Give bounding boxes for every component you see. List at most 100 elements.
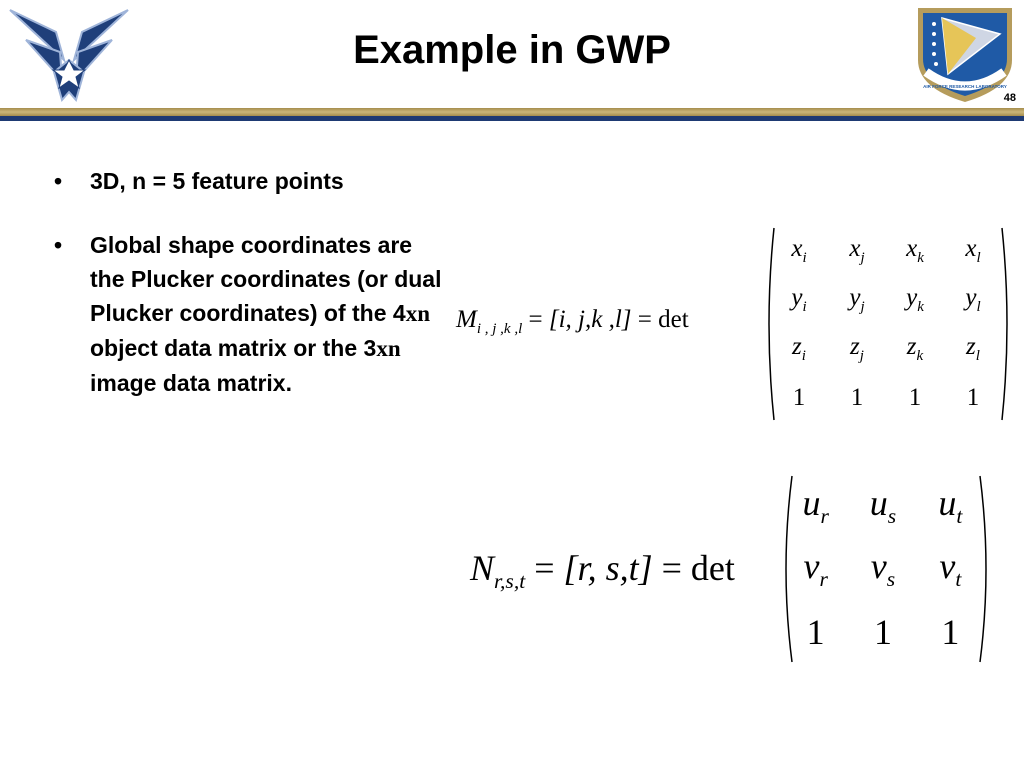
matrix-cell: zk (907, 333, 923, 365)
matrix-entry: 1 (941, 612, 960, 653)
formula-m-subscript: i , j ,k ,l (476, 321, 523, 337)
matrix-entry: 1 (908, 383, 922, 411)
formula-m-lhs: M (456, 306, 477, 333)
matrix-entry-subscript: k (917, 298, 924, 315)
matrix-cell: 1 (941, 611, 959, 653)
matrix-cell: zi (792, 333, 806, 365)
matrix-cell: xj (849, 235, 864, 267)
matrix-entry-subscript: j (860, 298, 865, 315)
matrix-cell: ur (802, 482, 828, 529)
matrix-cell: yj (849, 284, 864, 316)
matrix-entry-subscript: r (819, 567, 828, 592)
matrix-cell: 1 (967, 384, 980, 412)
formula-n: Nr,s,t = [r, s,t] = det (470, 547, 735, 594)
equals-sign: = (637, 306, 652, 333)
matrix-entry-subscript: t (955, 567, 962, 592)
bullet-dot: • (54, 168, 63, 194)
formula-n-subscript: r,s,t (494, 569, 526, 594)
matrix-cell: us (870, 482, 896, 529)
header-rule-navy (0, 116, 1024, 121)
formula-n-lhs: N (470, 548, 495, 588)
matrix-entry: z (906, 332, 917, 360)
matrix-cell: yl (965, 284, 980, 316)
matrix-entry: z (850, 332, 860, 360)
matrix-entry: 1 (873, 612, 892, 653)
matrix-cell: 1 (851, 384, 864, 412)
matrix-entry-subscript: l (976, 249, 981, 266)
formula-n-bracket: [r, s,t] (563, 548, 653, 588)
bullet-text: object data matrix or the 3 (90, 335, 377, 361)
afrl-emblem: AIR FORCE RESEARCH LABORATORY (918, 8, 1012, 102)
matrix-entry-subscript: i (802, 298, 807, 315)
page-number: 48 (1003, 92, 1016, 104)
equals-sign: = (534, 548, 555, 588)
matrix-entry: x (791, 234, 803, 262)
matrix-entry: x (906, 234, 918, 262)
matrix-entry: y (906, 283, 918, 311)
bullet-item: • 3D, n = 5 feature points (46, 164, 446, 198)
matrix-n-right-paren (979, 475, 987, 663)
matrix-cell: vs (871, 545, 895, 592)
formula-m: Mi , j ,k ,l = [i, j,k ,l] = det (456, 306, 689, 338)
bullet-dot: • (54, 232, 63, 258)
matrix-entry: x (965, 234, 977, 262)
header-rule-gold (0, 108, 1024, 116)
formula-m-bracket: [i, j,k ,l] (548, 306, 632, 333)
matrix-cell: yi (791, 284, 806, 316)
bullet-item: • Global shape coordinates are the Pluck… (46, 228, 446, 400)
matrix-entry: v (870, 546, 887, 587)
matrix-entry-subscript: j (860, 249, 865, 266)
matrix-m-left-paren (768, 227, 775, 421)
matrix-cell: vr (803, 545, 827, 592)
matrix-entry: x (849, 234, 861, 262)
matrix-cell: 1 (793, 384, 806, 412)
afrl-emblem-text: AIR FORCE RESEARCH LABORATORY (923, 84, 1007, 89)
matrix-entry: z (792, 332, 802, 360)
matrix-entry: y (849, 283, 861, 311)
matrix-entry-subscript: l (975, 347, 980, 364)
air-force-logo (4, 2, 134, 106)
matrix-entry: z (966, 332, 976, 360)
matrix-cell: vt (939, 545, 961, 592)
equals-sign: = (661, 548, 682, 588)
matrix-m-right-paren (1001, 227, 1008, 421)
matrix-entry-subscript: s (887, 504, 897, 529)
det-operator: det (658, 306, 689, 333)
matrix-cell: xi (791, 235, 806, 267)
matrix-cell: 1 (807, 611, 825, 653)
bullet-text: image data matrix. (90, 370, 292, 396)
matrix-entry: 1 (792, 383, 806, 411)
matrix-entry-subscript: i (802, 249, 807, 266)
matrix-entry: 1 (806, 612, 825, 653)
matrix-cell: 1 (909, 384, 922, 412)
matrix-entry: v (803, 546, 820, 587)
matrix-entry: v (939, 546, 956, 587)
matrix-cell: ut (938, 482, 962, 529)
matrix-entry-subscript: r (820, 504, 829, 529)
matrix-entry-subscript: t (956, 504, 963, 529)
matrix-cell: zl (966, 333, 980, 365)
matrix-cell: yk (906, 284, 924, 316)
matrix-cell: 1 (874, 611, 892, 653)
matrix-cell: xl (965, 235, 980, 267)
equals-sign: = (528, 306, 543, 333)
matrix-entry: y (965, 283, 977, 311)
matrix-cell: zj (850, 333, 864, 365)
bullet-text: Global shape coordinates are the Plucker… (90, 232, 442, 326)
det-operator: det (690, 548, 735, 588)
matrix-entry-subscript: i (801, 347, 806, 364)
matrix-entry-subscript: s (886, 567, 896, 592)
matrix-entry: y (791, 283, 803, 311)
matrix-entry: u (802, 483, 821, 524)
matrix-entry-subscript: k (916, 347, 924, 364)
matrix-cell: xk (906, 235, 924, 267)
bullet-list: • 3D, n = 5 feature points • Global shap… (46, 164, 446, 430)
matrix-entry-subscript: l (976, 298, 981, 315)
matrix-entry-subscript: k (917, 249, 924, 266)
matrix-entry-subscript: j (859, 347, 864, 364)
matrix-entry: u (938, 483, 957, 524)
bullet-text: 3D, n = 5 feature points (90, 168, 344, 194)
matrix-entry: 1 (966, 383, 980, 411)
